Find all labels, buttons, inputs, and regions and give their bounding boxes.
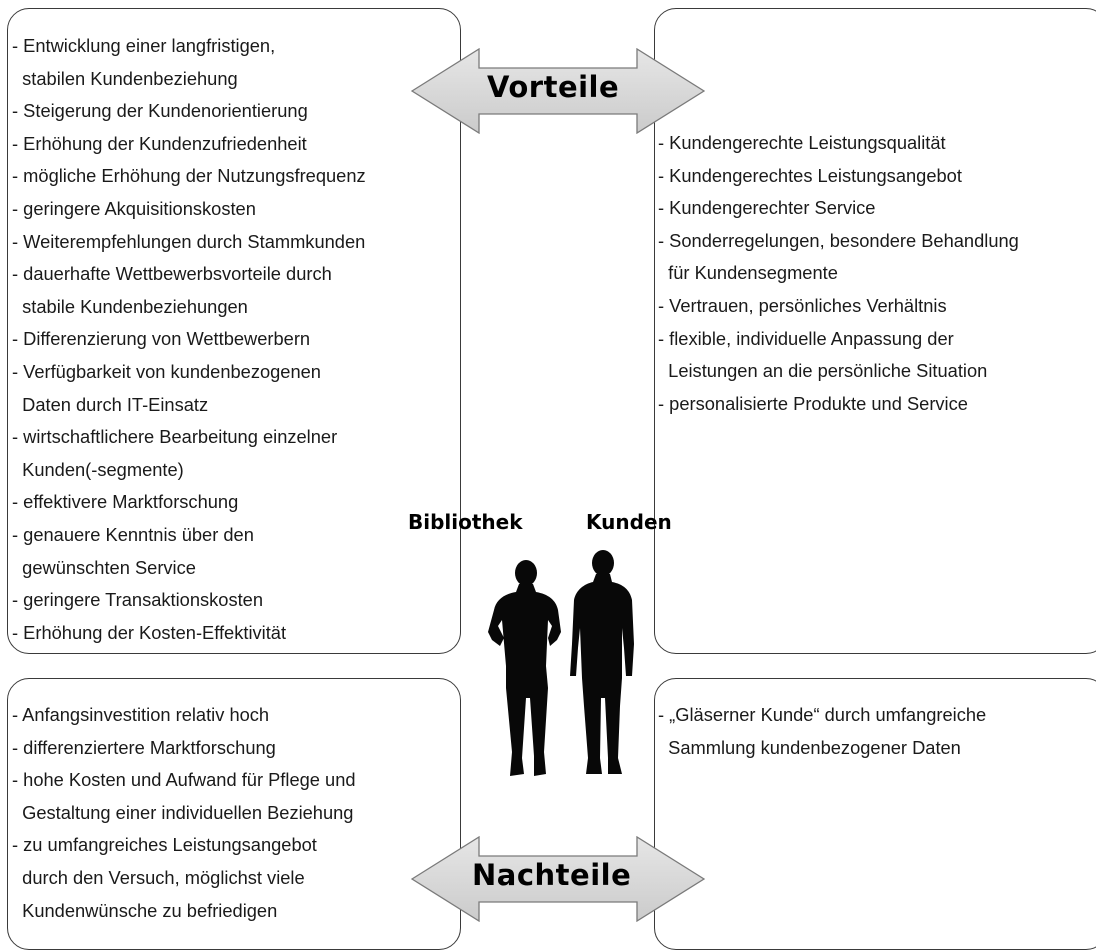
list-item: - flexible, individuelle Anpassung der: [658, 327, 954, 349]
advantages-library-panel: [7, 8, 461, 654]
list-item: - Erhöhung der Kundenzufriedenheit: [12, 132, 307, 154]
list-item: - Erhöhung der Kosten-Effektivität: [12, 621, 287, 643]
disadvantages-library-list: - Anfangsinvestition relativ hoch - diffe…: [12, 699, 356, 927]
advantages-heading: Vorteile: [487, 70, 620, 104]
list-item: - personalisierte Produkte und Service: [658, 392, 968, 414]
list-item: - Kundengerechte Leistungsqualität: [658, 132, 946, 153]
list-item: - Verfügbarkeit von kundenbezogenen: [12, 360, 321, 382]
library-label: Bibliothek: [408, 510, 523, 534]
list-item: - Kundengerechter Service: [658, 197, 876, 219]
list-item: - effektivere Marktforschung: [12, 491, 239, 513]
list-item: Leistungen an die persönliche Situation: [658, 360, 988, 382]
list-item: gewünschten Service: [12, 556, 196, 578]
list-item: - Steigerung der Kundenorientierung: [12, 100, 308, 122]
people-silhouettes: [488, 550, 634, 776]
library-person-silhouette-icon: [488, 560, 561, 776]
advantages-customers-list: - Kundengerechte Leistungsqualität - Kund…: [658, 127, 1019, 420]
list-item: stabile Kundenbeziehungen: [12, 295, 248, 317]
list-item: - Kundengerechtes Leistungsangebot: [658, 164, 962, 186]
advantages-library-list: - Entwicklung einer langfristigen, stabi…: [12, 30, 366, 649]
disadvantages-customers-panel: [654, 678, 1096, 950]
customer-person-silhouette-icon: [570, 550, 634, 774]
list-item: - Anfangsinvestition relativ hoch: [12, 704, 270, 725]
list-item: Kunden(-segmente): [12, 458, 184, 480]
list-item: - genauere Kenntnis über den: [12, 523, 254, 545]
disadvantages-customers-list: - „Gläserner Kunde“ durch umfangreiche S…: [658, 699, 986, 764]
list-item: - wirtschaftlichere Bearbeitung einzelne…: [12, 426, 338, 448]
list-item: - Entwicklung einer langfristigen,: [12, 35, 276, 56]
list-item: - geringere Transaktionskosten: [12, 589, 263, 611]
double-arrow-bottom-icon: [411, 836, 705, 922]
disadvantages-library-panel: [7, 678, 461, 950]
list-item: - Differenzierung von Wettbewerbern: [12, 328, 311, 350]
list-item: für Kundensegmente: [658, 262, 838, 284]
list-item: Gestaltung einer individuellen Beziehung: [12, 801, 354, 823]
list-item: - Weiterempfehlungen durch Stammkunden: [12, 230, 366, 252]
list-item: - zu umfangreiches Leistungsangebot: [12, 834, 317, 856]
disadvantages-heading: Nachteile: [472, 858, 632, 892]
list-item: stabilen Kundenbeziehung: [12, 67, 238, 89]
list-item: - Sonderregelungen, besondere Behandlung: [658, 229, 1019, 251]
list-item: - hohe Kosten und Aufwand für Pflege und: [12, 769, 356, 791]
double-arrow-top-icon: [411, 48, 705, 134]
list-item: - mögliche Erhöhung der Nutzungsfrequenz: [12, 165, 366, 187]
customers-label: Kunden: [586, 510, 672, 534]
list-item: Daten durch IT-Einsatz: [12, 393, 209, 415]
list-item: - „Gläserner Kunde“ durch umfangreiche: [658, 704, 987, 725]
list-item: - differenziertere Marktforschung: [12, 736, 276, 758]
list-item: Kundenwünsche zu befriedigen: [12, 899, 278, 921]
list-item: - dauerhafte Wettbewerbsvorteile durch: [12, 263, 332, 285]
list-item: - Vertrauen, persönliches Verhältnis: [658, 294, 947, 316]
list-item: durch den Versuch, möglichst viele: [12, 866, 305, 888]
list-item: Sammlung kundenbezogener Daten: [658, 736, 961, 758]
advantages-customers-panel: [654, 8, 1096, 654]
list-item: - geringere Akquisitionskosten: [12, 197, 256, 219]
